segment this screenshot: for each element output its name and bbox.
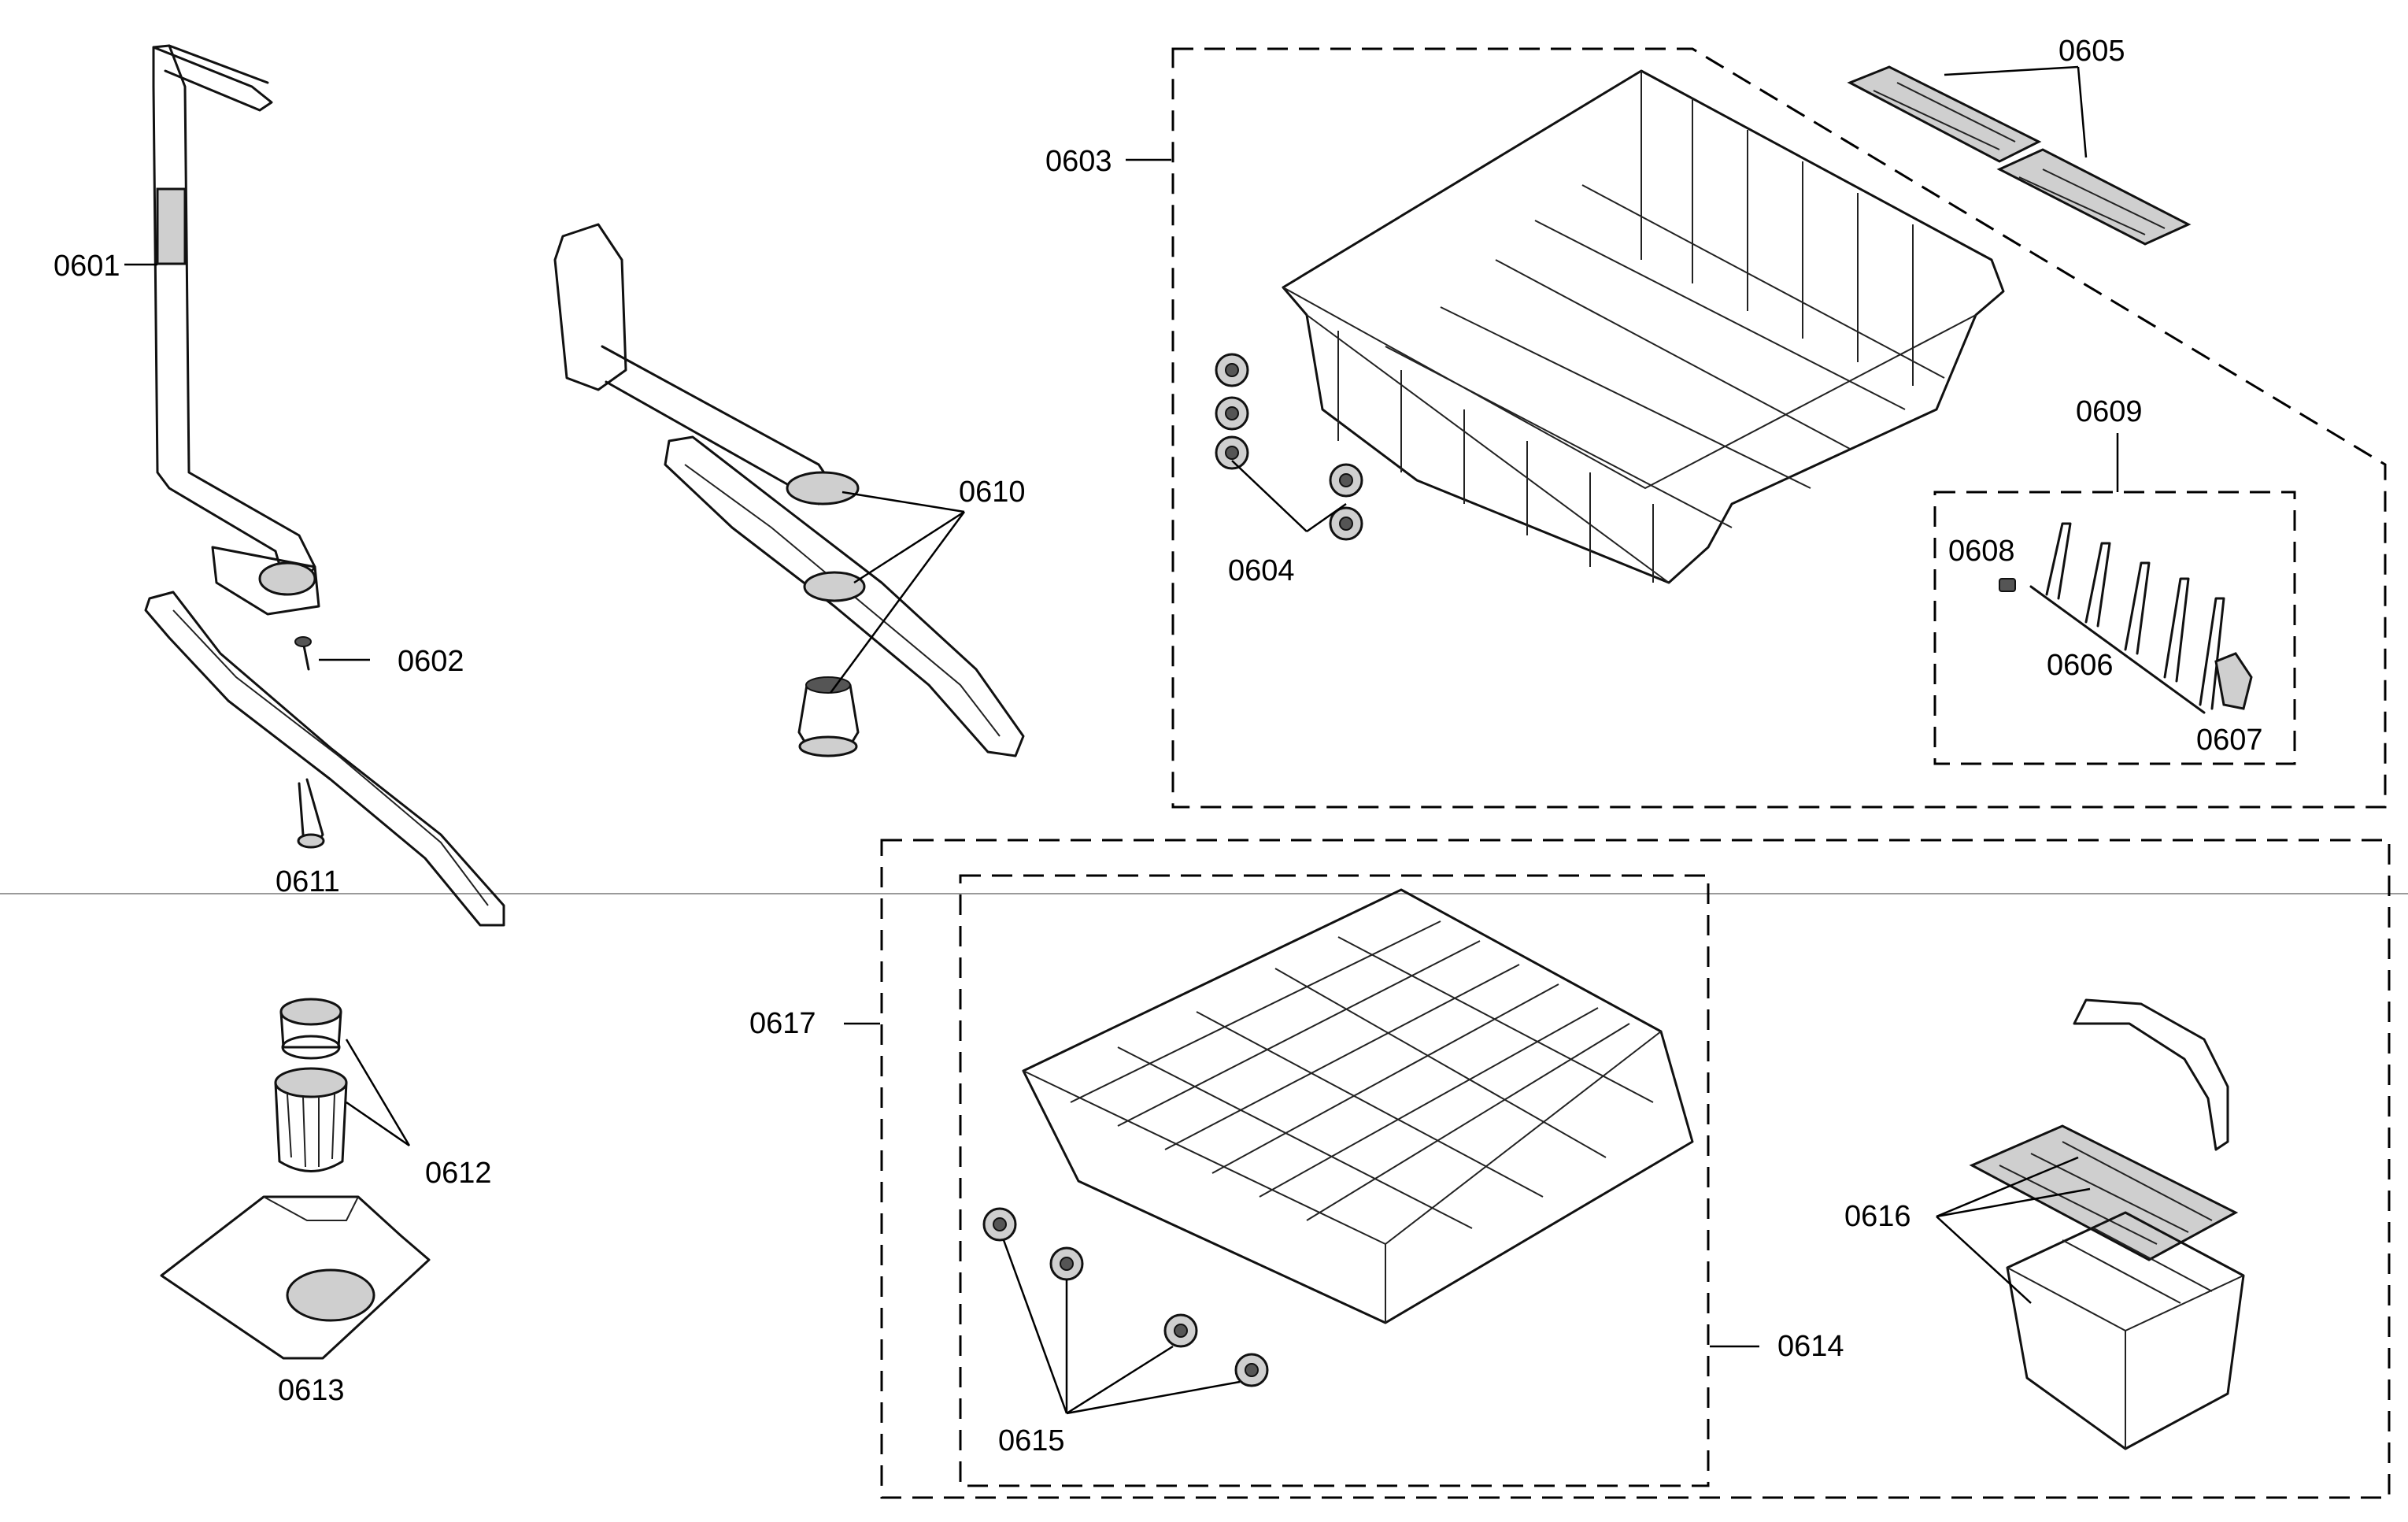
label-0610: 0610 [959,476,1026,509]
label-0611: 0611 [276,865,340,898]
lower-spray-arm [144,591,505,927]
label-0608: 0608 [1948,535,2015,568]
middle-spray-arm [553,223,1025,757]
upper-rack-outline [1171,47,2387,809]
tine-row [2029,522,2225,714]
label-0615: 0615 [998,1424,1065,1457]
rack-wheels-lower [982,1207,1269,1387]
label-0603: 0603 [1045,145,1112,178]
lower-rack-inner-outline [959,874,1710,1487]
label-0614: 0614 [1777,1330,1844,1363]
label-0602: 0602 [398,645,464,678]
label-0612: 0612 [425,1157,492,1190]
upper-spray-arm-tube [152,44,320,616]
tine-clip-left [1999,578,2016,592]
label-0601: 0601 [54,250,120,283]
lower-rack-outer-outline [880,839,2391,1499]
upper-rack [1282,69,2005,584]
label-0613: 0613 [278,1374,345,1407]
tine-clip-right [2214,652,2253,710]
label-0604: 0604 [1228,554,1295,587]
rack-wheels-upper [1215,353,1363,541]
leader-lines [124,65,2119,1415]
flat-filter-plate [160,1195,431,1360]
label-0605: 0605 [2058,35,2125,68]
label-0607: 0607 [2196,724,2263,757]
screw [294,636,312,671]
lower-rack [1022,888,1694,1324]
filter-assembly [274,998,348,1172]
label-0617: 0617 [749,1007,816,1040]
label-0609: 0609 [2076,395,2143,428]
cup-shelves [1847,65,2192,246]
cutlery-basket [1969,998,2245,1450]
label-0616: 0616 [1844,1200,1911,1233]
label-0606: 0606 [2047,649,2114,682]
